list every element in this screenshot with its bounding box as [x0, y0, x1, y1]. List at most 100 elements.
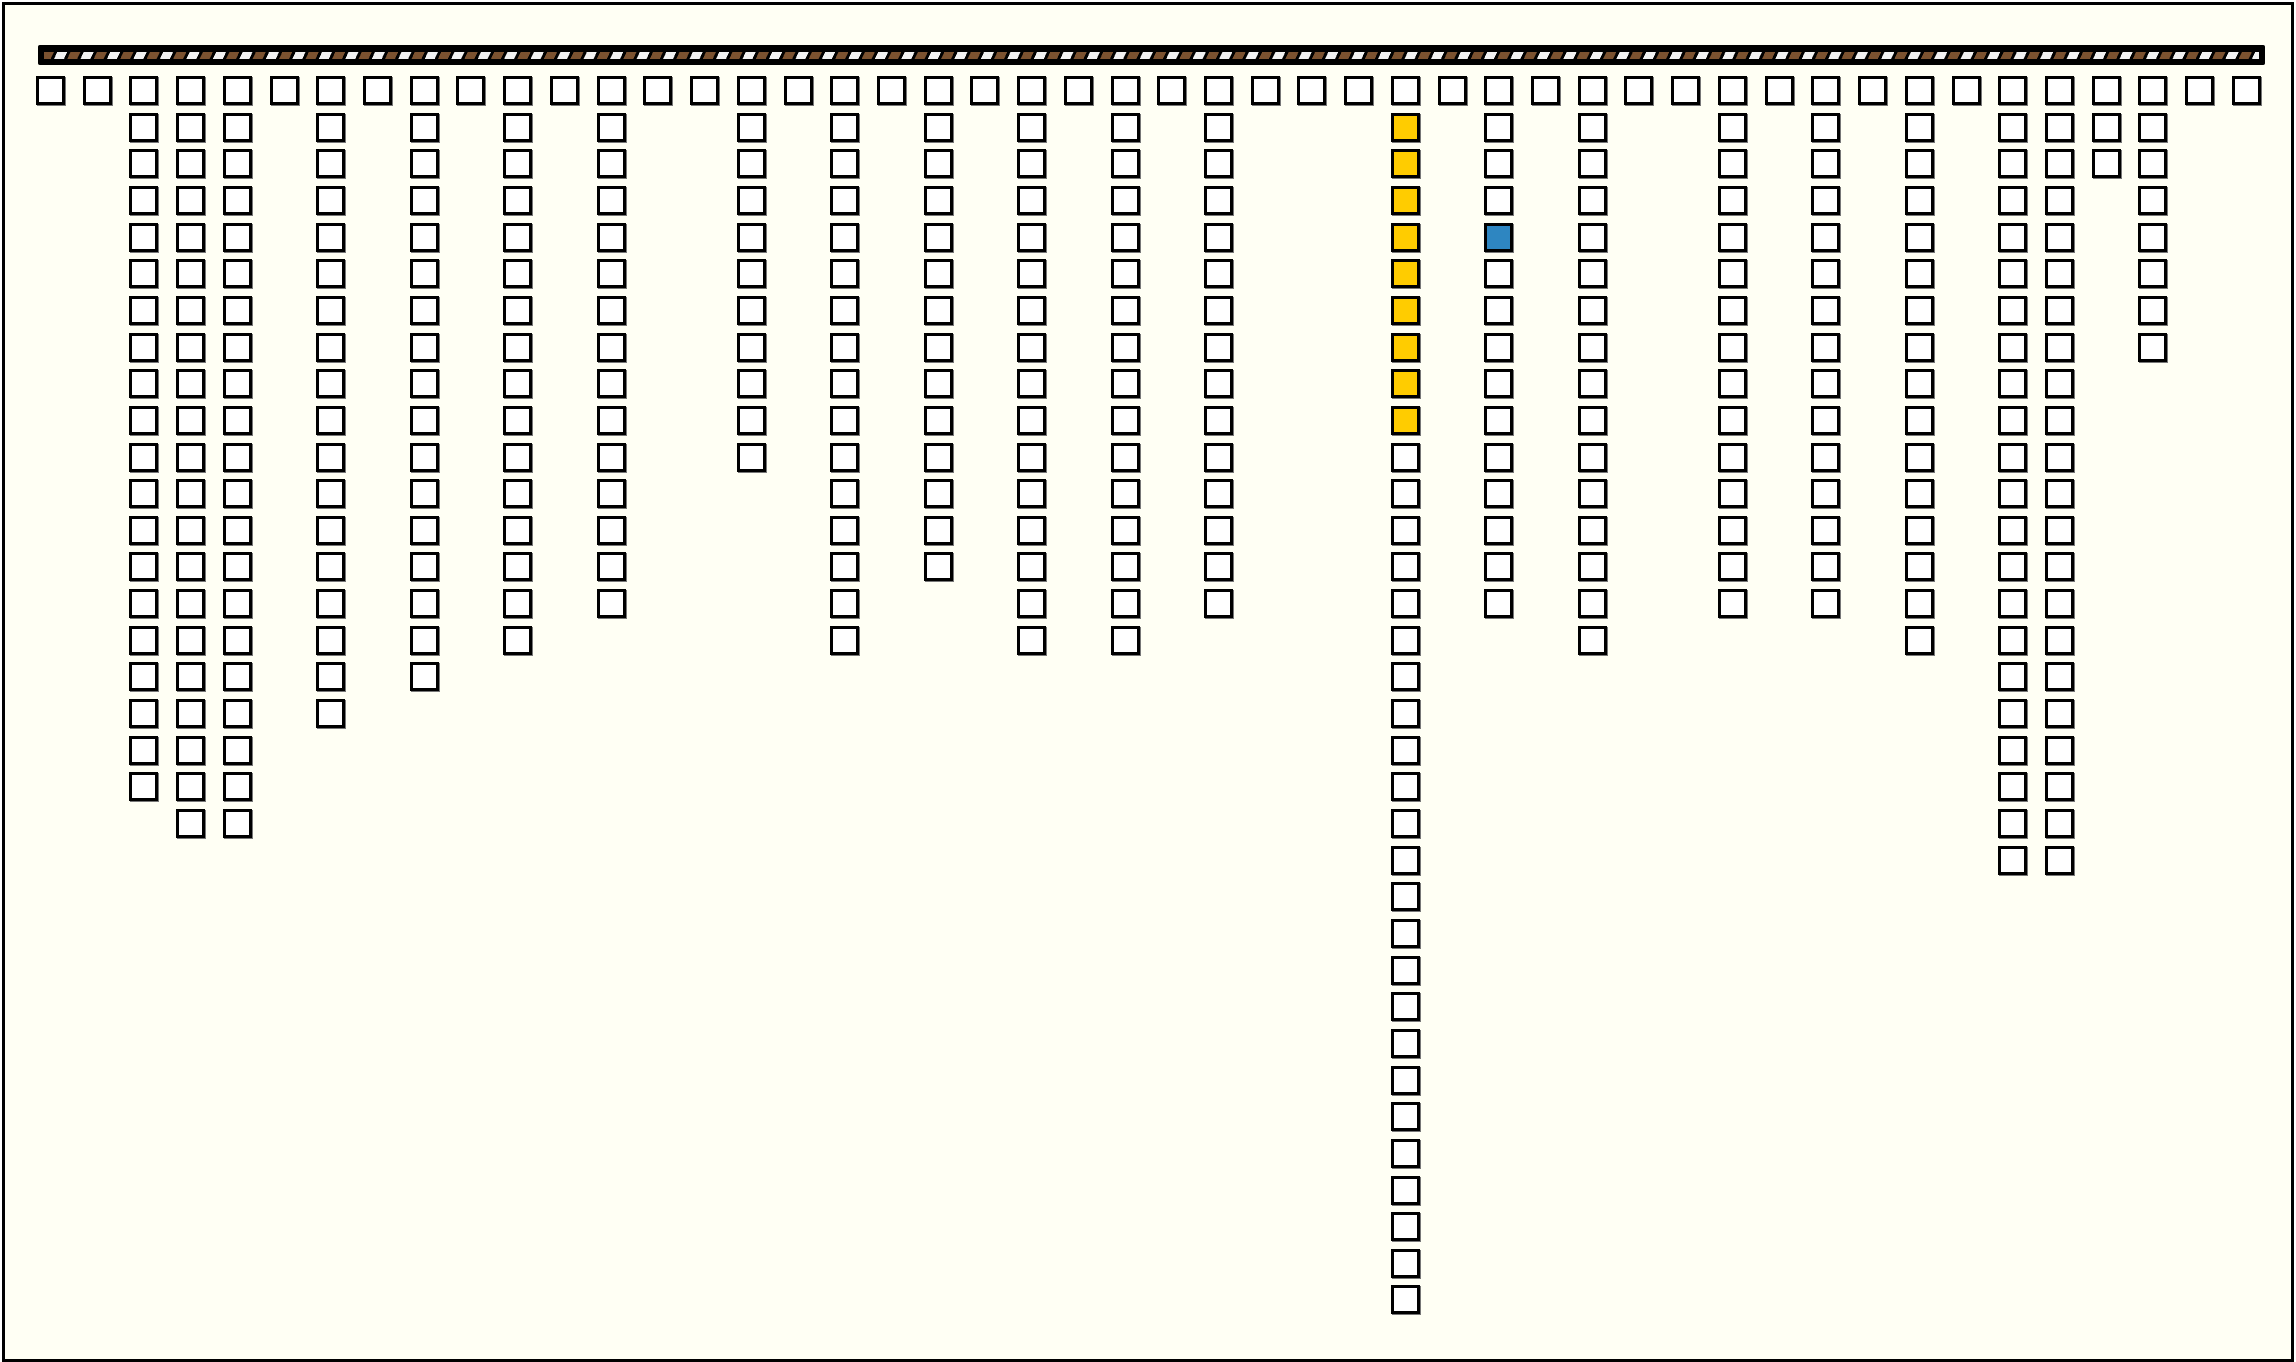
cell-c43-r12[interactable] — [2045, 516, 2074, 545]
cell-c3-r16[interactable] — [176, 662, 205, 691]
cell-c6-r1[interactable] — [316, 113, 345, 142]
cell-c23-r4[interactable] — [1111, 223, 1140, 252]
cell-c42-r4[interactable] — [1998, 223, 2027, 252]
cell-c43-r21[interactable] — [2045, 846, 2074, 875]
cell-c17-r13[interactable] — [830, 552, 859, 581]
cell-c40-r11[interactable] — [1905, 479, 1934, 508]
cell-c42-r15[interactable] — [1998, 626, 2027, 655]
cell-c23-r13[interactable] — [1111, 552, 1140, 581]
cell-c25-r7[interactable] — [1204, 333, 1233, 362]
cell-c19-r3[interactable] — [924, 186, 953, 215]
cell-c25-r11[interactable] — [1204, 479, 1233, 508]
cell-c19-r1[interactable] — [924, 113, 953, 142]
cell-c8-r0[interactable] — [410, 76, 439, 105]
cell-c29-r22[interactable] — [1391, 882, 1420, 911]
cell-c15-r6[interactable] — [737, 296, 766, 325]
cell-c3-r6[interactable] — [176, 296, 205, 325]
cell-c10-r0[interactable] — [503, 76, 532, 105]
cell-c19-r7[interactable] — [924, 333, 953, 362]
cell-c19-r2[interactable] — [924, 149, 953, 178]
cell-c29-r25[interactable] — [1391, 992, 1420, 1021]
cell-c8-r12[interactable] — [410, 516, 439, 545]
cell-c1-r0[interactable] — [83, 76, 112, 105]
cell-c45-r7[interactable] — [2138, 333, 2167, 362]
cell-c40-r15[interactable] — [1905, 626, 1934, 655]
cell-c36-r3[interactable] — [1718, 186, 1747, 215]
cell-c2-r17[interactable] — [129, 699, 158, 728]
cell-c6-r16[interactable] — [316, 662, 345, 691]
cell-c30-r0[interactable] — [1438, 76, 1467, 105]
cell-c12-r12[interactable] — [597, 516, 626, 545]
cell-c36-r0[interactable] — [1718, 76, 1747, 105]
cell-c4-r16[interactable] — [223, 662, 252, 691]
cell-c12-r6[interactable] — [597, 296, 626, 325]
cell-c34-r0[interactable] — [1624, 76, 1653, 105]
cell-c25-r4[interactable] — [1204, 223, 1233, 252]
cell-c43-r4[interactable] — [2045, 223, 2074, 252]
cell-c17-r4[interactable] — [830, 223, 859, 252]
cell-c29-r16[interactable] — [1391, 662, 1420, 691]
cell-c6-r14[interactable] — [316, 589, 345, 618]
cell-c3-r17[interactable] — [176, 699, 205, 728]
cell-c25-r12[interactable] — [1204, 516, 1233, 545]
cell-c21-r7[interactable] — [1017, 333, 1046, 362]
cell-c43-r19[interactable] — [2045, 772, 2074, 801]
cell-c33-r11[interactable] — [1578, 479, 1607, 508]
cell-c4-r18[interactable] — [223, 736, 252, 765]
cell-c29-r23[interactable] — [1391, 919, 1420, 948]
cell-c38-r6[interactable] — [1811, 296, 1840, 325]
cell-c45-r6[interactable] — [2138, 296, 2167, 325]
cell-c25-r13[interactable] — [1204, 552, 1233, 581]
cell-c21-r6[interactable] — [1017, 296, 1046, 325]
cell-c42-r3[interactable] — [1998, 186, 2027, 215]
cell-c36-r5[interactable] — [1718, 259, 1747, 288]
cell-c40-r7[interactable] — [1905, 333, 1934, 362]
cell-c4-r0[interactable] — [223, 76, 252, 105]
cell-c38-r13[interactable] — [1811, 552, 1840, 581]
cell-c23-r9[interactable] — [1111, 406, 1140, 435]
cell-c42-r17[interactable] — [1998, 699, 2027, 728]
cell-c2-r18[interactable] — [129, 736, 158, 765]
cell-c19-r12[interactable] — [924, 516, 953, 545]
cell-c12-r14[interactable] — [597, 589, 626, 618]
cell-c5-r0[interactable] — [270, 76, 299, 105]
cell-c15-r0[interactable] — [737, 76, 766, 105]
cell-c43-r20[interactable] — [2045, 809, 2074, 838]
cell-c43-r17[interactable] — [2045, 699, 2074, 728]
cell-c43-r3[interactable] — [2045, 186, 2074, 215]
cell-c40-r1[interactable] — [1905, 113, 1934, 142]
cell-c33-r4[interactable] — [1578, 223, 1607, 252]
cell-c29-r7[interactable] — [1391, 333, 1420, 362]
cell-c3-r19[interactable] — [176, 772, 205, 801]
cell-c38-r4[interactable] — [1811, 223, 1840, 252]
cell-c38-r11[interactable] — [1811, 479, 1840, 508]
cell-c15-r7[interactable] — [737, 333, 766, 362]
cell-c17-r15[interactable] — [830, 626, 859, 655]
cell-c29-r31[interactable] — [1391, 1212, 1420, 1241]
cell-c8-r7[interactable] — [410, 333, 439, 362]
cell-c2-r0[interactable] — [129, 76, 158, 105]
cell-c12-r11[interactable] — [597, 479, 626, 508]
cell-c40-r2[interactable] — [1905, 149, 1934, 178]
cell-c43-r16[interactable] — [2045, 662, 2074, 691]
cell-c19-r8[interactable] — [924, 369, 953, 398]
cell-c3-r18[interactable] — [176, 736, 205, 765]
cell-c31-r7[interactable] — [1484, 333, 1513, 362]
cell-c43-r5[interactable] — [2045, 259, 2074, 288]
cell-c42-r18[interactable] — [1998, 736, 2027, 765]
cell-c23-r12[interactable] — [1111, 516, 1140, 545]
cell-c16-r0[interactable] — [784, 76, 813, 105]
cell-c38-r9[interactable] — [1811, 406, 1840, 435]
cell-c19-r0[interactable] — [924, 76, 953, 105]
cell-c29-r19[interactable] — [1391, 772, 1420, 801]
cell-c29-r5[interactable] — [1391, 259, 1420, 288]
cell-c26-r0[interactable] — [1251, 76, 1280, 105]
cell-c29-r3[interactable] — [1391, 186, 1420, 215]
cell-c2-r1[interactable] — [129, 113, 158, 142]
cell-c42-r0[interactable] — [1998, 76, 2027, 105]
cell-c31-r5[interactable] — [1484, 259, 1513, 288]
cell-c37-r0[interactable] — [1765, 76, 1794, 105]
cell-c10-r11[interactable] — [503, 479, 532, 508]
cell-c15-r10[interactable] — [737, 443, 766, 472]
cell-c4-r4[interactable] — [223, 223, 252, 252]
